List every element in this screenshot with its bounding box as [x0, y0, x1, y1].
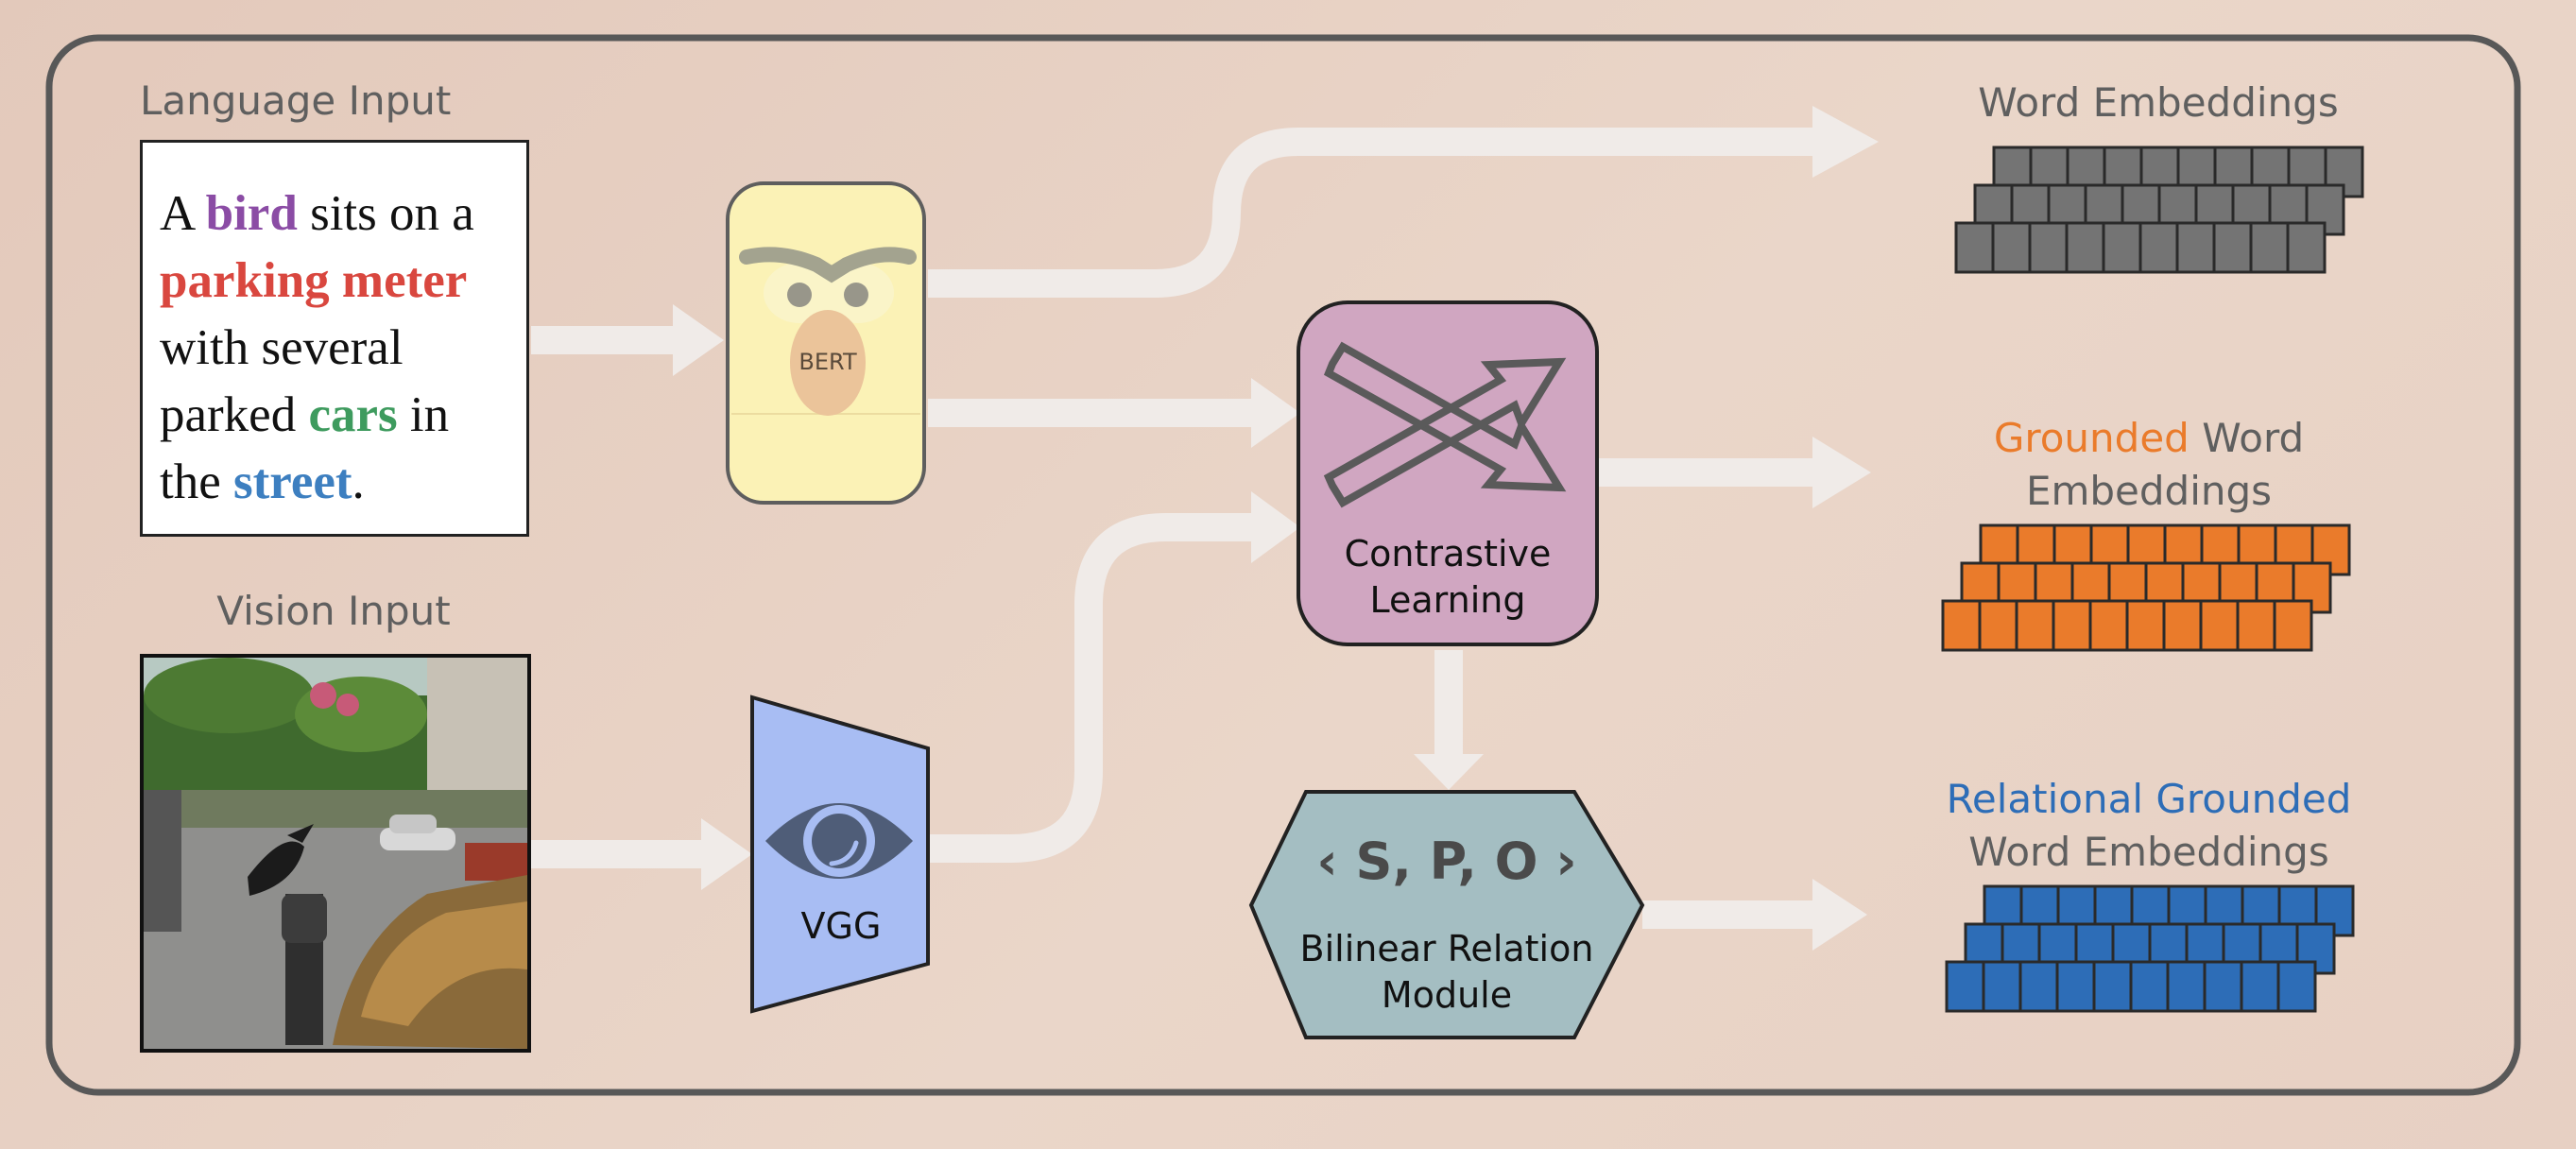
arrowhead-bert-in: [673, 304, 724, 376]
arrowhead-word-out: [1812, 106, 1879, 178]
grounded-label-line-1: Grounded Word: [1993, 415, 2305, 461]
grounded-embeddings-grid-cell: [2273, 599, 2313, 652]
grounded-highlight: Grounded: [1993, 415, 2190, 461]
relational-embeddings-grid: [1945, 884, 2355, 1013]
spo-symbol: ‹ S, P, O ›: [1316, 832, 1577, 891]
vision-input-label: Vision Input: [216, 588, 451, 634]
word-embeddings-grid-cell: [2065, 221, 2105, 274]
contrastive-label-line-1: Contrastive: [1344, 533, 1552, 574]
word-embeddings-grid-cell: [2138, 221, 2179, 274]
relation-module-box: [1248, 790, 1645, 1039]
contrastive-box: [1297, 300, 1599, 646]
word-embeddings-grid: [1954, 146, 2364, 274]
embedding-grids: [1941, 146, 2364, 1013]
word-street: street: [233, 454, 352, 509]
sentence-line-4: parked cars in: [160, 387, 450, 442]
grounded-embeddings-grid-cell: [2162, 599, 2203, 652]
grounded-embeddings-grid-cell: [1978, 599, 2018, 652]
relational-embeddings-grid-cell: [2129, 960, 2170, 1013]
word-embeddings-grid-cell: [2102, 221, 2142, 274]
relation-module-label-line-2: Module: [1381, 974, 1513, 1016]
arrowhead-relation-in: [1414, 754, 1484, 790]
sentence-line-1: A bird sits on a: [160, 186, 474, 241]
word-cars: cars: [308, 387, 398, 442]
bert-box: [726, 181, 926, 505]
word-embeddings-grid-cell: [2212, 221, 2253, 274]
grounded-label-line-2: Embeddings: [2025, 468, 2273, 514]
outer-frame: [45, 34, 2521, 1096]
relational-label-line-2: Word Embeddings: [1968, 829, 2329, 875]
arrow-vgg-to-contrastive: [928, 513, 1251, 863]
arrowhead-grounded-out: [1812, 437, 1871, 508]
relational-embeddings-grid-cell: [1945, 960, 1985, 1013]
word-embeddings-grid-cell: [1954, 221, 1995, 274]
language-input-text: A bird sits on a parking meter with seve…: [140, 140, 529, 537]
arrows: [531, 128, 1814, 929]
relation-module-label-line-1: Bilinear Relation: [1299, 928, 1594, 969]
arrowhead-vgg-in: [701, 818, 752, 890]
word-bird: bird: [205, 186, 298, 241]
vgg-box: [750, 695, 930, 1014]
word-embeddings-grid-cell: [2249, 221, 2290, 274]
word-embeddings-label: Word Embeddings: [1978, 79, 2339, 126]
word-embeddings-grid-cell: [2305, 183, 2345, 236]
sentence-line-3: with several: [160, 320, 404, 375]
vgg-label: VGG: [800, 905, 882, 947]
bert-label: BERT: [799, 349, 857, 375]
grounded-embeddings-grid-cell: [2015, 599, 2055, 652]
word-embeddings-grid-cell: [2286, 221, 2327, 274]
sentence-line-2: parking meter: [160, 248, 526, 315]
sentence-line-5: the street.: [160, 454, 365, 509]
relational-embeddings-label: Relational Grounded Word Embeddings: [1922, 773, 2376, 879]
crossing-arrows-icon: [1323, 341, 1567, 508]
grounded-embeddings-grid-cell: [1941, 599, 1982, 652]
relational-embeddings-grid-cell: [2166, 960, 2207, 1013]
bert-face-icon: [739, 247, 917, 416]
relation-module-label: Bilinear Relation Module: [1251, 926, 1642, 1019]
relational-embeddings-grid-cell: [2092, 960, 2133, 1013]
grounded-embeddings-grid-cell: [2236, 599, 2276, 652]
arrowhead-contrastive-in-bottom: [1251, 491, 1300, 563]
relational-embeddings-grid-cell: [2055, 960, 2096, 1013]
grounded-embeddings-grid-cell: [2052, 599, 2092, 652]
contrastive-label: Contrastive Learning: [1298, 531, 1597, 624]
arrowheads: [673, 106, 1879, 951]
grounded-embeddings-grid-cell: [2125, 599, 2166, 652]
grounded-embeddings-label: Grounded Word Embeddings: [1922, 412, 2376, 518]
vision-input-image: [140, 654, 531, 1053]
word-embeddings-grid-cell: [2028, 221, 2069, 274]
relational-embeddings-grid-cell: [2018, 960, 2059, 1013]
relational-embeddings-grid-cell: [2240, 960, 2280, 1013]
language-input-label: Language Input: [140, 77, 452, 124]
relational-embeddings-grid-cell: [2276, 960, 2317, 1013]
eye-icon: [765, 803, 913, 879]
contrastive-label-line-2: Learning: [1369, 579, 1526, 621]
word-embeddings-grid-cell: [1991, 221, 2032, 274]
relational-embeddings-grid-cell: [2203, 960, 2243, 1013]
arrow-bert-to-word-embeddings: [928, 128, 1814, 298]
word-parking-meter: parking meter: [160, 253, 468, 308]
word-embeddings-grid-cell: [2175, 221, 2216, 274]
relational-embeddings-grid-cell: [1982, 960, 2022, 1013]
arrowhead-relational-out: [1812, 879, 1867, 951]
arrowhead-contrastive-in-top: [1251, 378, 1300, 448]
grounded-embeddings-grid: [1941, 523, 2351, 652]
grounded-embeddings-grid-cell: [2199, 599, 2240, 652]
relational-label-line-1: Relational Grounded: [1946, 776, 2352, 822]
grounded-embeddings-grid-cell: [2088, 599, 2129, 652]
